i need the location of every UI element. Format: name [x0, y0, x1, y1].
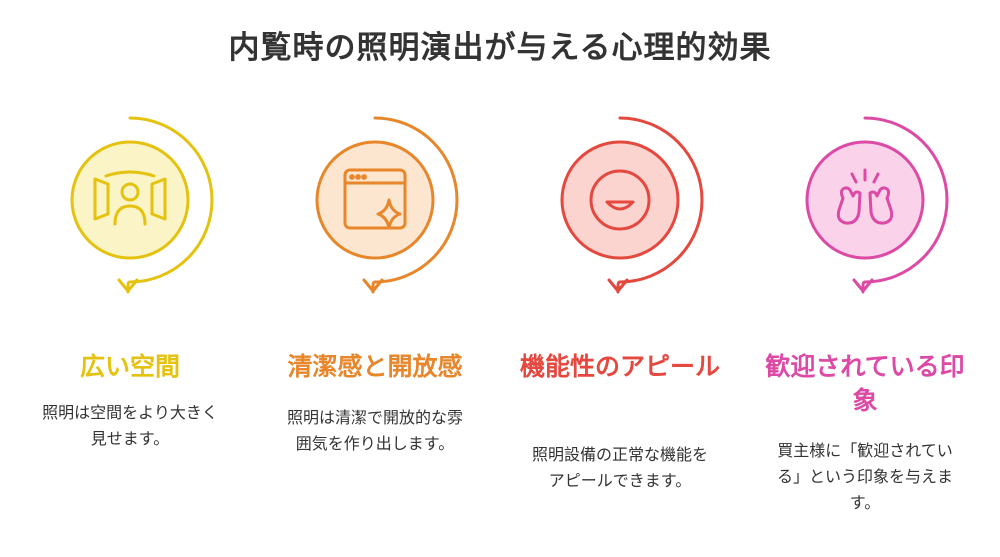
effect-emblem [70, 116, 214, 294]
wide-view-person-icon [93, 170, 167, 226]
browser-sparkle-icon [343, 168, 407, 230]
effect-emblem [805, 116, 949, 294]
effect-heading: 清潔感と開放感 [287, 352, 463, 381]
effect-card-wide-space: 広い空間 照明は空間をより大きく見せます。 [20, 0, 240, 557]
effect-description: 照明設備の正常な機能をアピールできます。 [531, 445, 708, 490]
effect-description: 照明は空間をより大きく見せます。 [42, 403, 218, 448]
effect-heading: 歓迎されている印象 [765, 352, 965, 415]
clapping-hands-icon [836, 168, 894, 225]
effect-card-welcome: 歓迎されている印象 買主様に「歓迎されている」という印象を与えます。 [755, 0, 975, 557]
effect-description: 買主様に「歓迎されている」という印象を与えます。 [776, 441, 953, 512]
effect-card-functionality: 機能性のアピール 照明設備の正常な機能をアピールできます。 [510, 0, 730, 557]
effect-heading: 機能性のアピール [519, 352, 720, 381]
effect-card-clean-open: 清潔感と開放感 照明は清潔で開放的な雰囲気を作り出します。 [265, 0, 485, 557]
smiley-face-icon [589, 169, 651, 231]
effect-emblem [315, 116, 459, 294]
effect-description: 照明は清潔で開放的な雰囲気を作り出します。 [286, 408, 463, 453]
effect-emblem [560, 116, 704, 294]
effect-heading: 広い空間 [79, 352, 180, 381]
page-title: 内覧時の照明演出が与える心理的効果 [228, 30, 772, 66]
